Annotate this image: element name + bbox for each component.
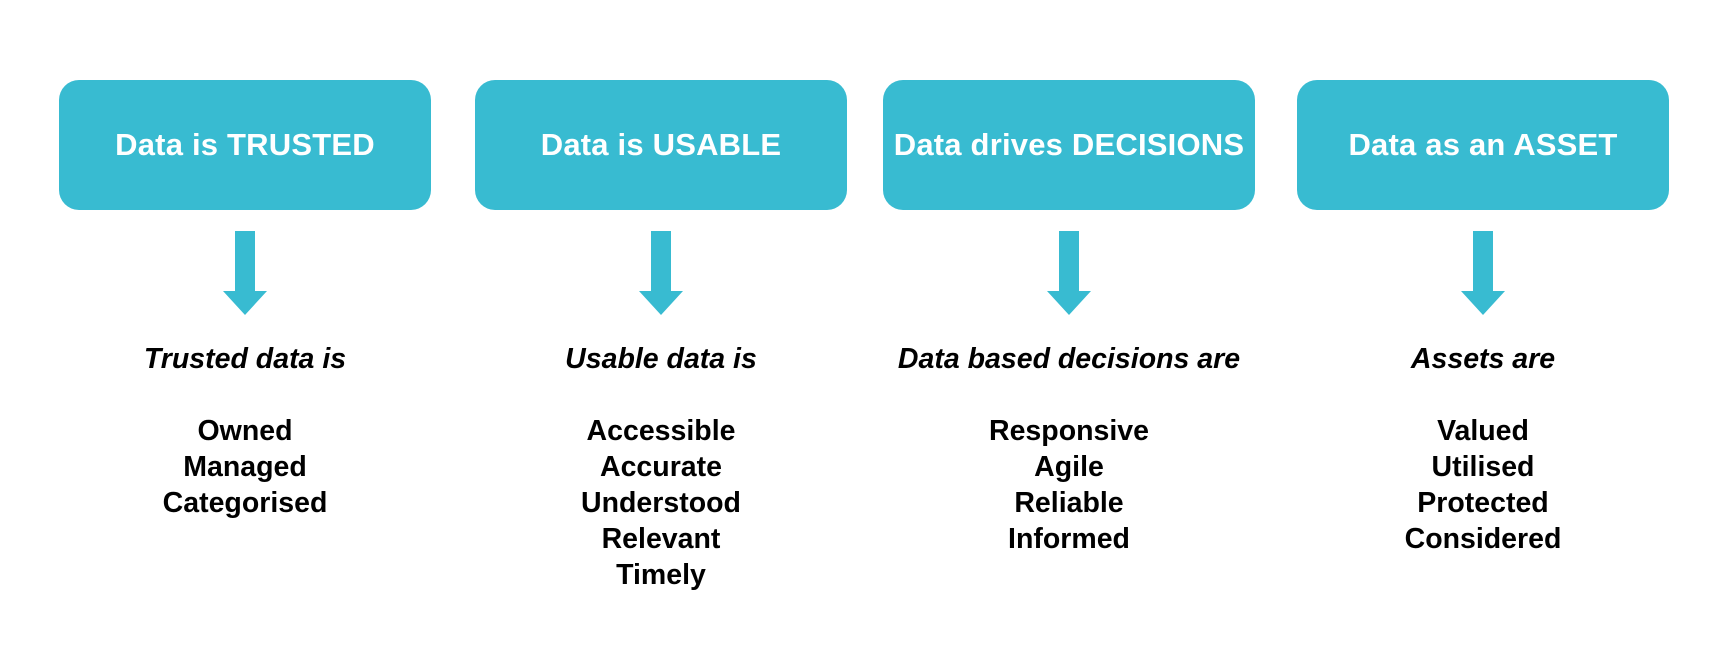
attribute-item: Agile <box>1034 451 1104 483</box>
attribute-item: Utilised <box>1431 451 1535 483</box>
attribute-item: Owned <box>197 415 293 447</box>
attribute-item: Accessible <box>586 415 736 447</box>
column-subtitle: Data based decisions are <box>897 343 1241 375</box>
attribute-item: Categorised <box>162 487 328 519</box>
attribute-item: Managed <box>183 451 307 483</box>
principle-box-decisions: Data drives DECISIONS <box>883 80 1255 210</box>
principle-title: Data is TRUSTED <box>115 127 375 162</box>
attribute-item: Responsive <box>989 415 1149 447</box>
principle-title: Data as an ASSET <box>1348 127 1618 162</box>
attribute-item: Valued <box>1437 415 1529 447</box>
down-arrow-icon <box>223 231 267 315</box>
column-asset: Data as an ASSET Assets are Valued Utili… <box>1297 80 1669 557</box>
down-arrow-icon <box>1461 231 1505 315</box>
principle-box-asset: Data as an ASSET <box>1297 80 1669 210</box>
attribute-item: Timely <box>616 559 706 591</box>
principle-title: Data drives DECISIONS <box>893 127 1245 162</box>
column-subtitle: Assets are <box>1410 343 1556 375</box>
attribute-item: Relevant <box>601 523 721 555</box>
attribute-list: Accessible Accurate Understood Relevant … <box>475 413 847 593</box>
attribute-list: Valued Utilised Protected Considered <box>1297 413 1669 557</box>
attribute-item: Accurate <box>600 451 722 483</box>
down-arrow-icon <box>639 231 683 315</box>
attribute-list: Owned Managed Categorised <box>59 413 431 521</box>
attribute-item: Considered <box>1404 523 1562 555</box>
column-subtitle: Usable data is <box>565 343 757 375</box>
attribute-item: Reliable <box>1014 487 1124 519</box>
attribute-item: Understood <box>581 487 741 519</box>
column-subtitle: Trusted data is <box>143 343 347 375</box>
column-decisions: Data drives DECISIONS Data based decisio… <box>883 80 1255 557</box>
principle-box-usable: Data is USABLE <box>475 80 847 210</box>
principle-title: Data is USABLE <box>540 127 782 162</box>
attribute-item: Informed <box>1008 523 1130 555</box>
down-arrow-icon <box>1047 231 1091 315</box>
attribute-list: Responsive Agile Reliable Informed <box>883 413 1255 557</box>
attribute-item: Protected <box>1417 487 1549 519</box>
column-usable: Data is USABLE Usable data is Accessible… <box>475 80 847 593</box>
principle-box-trusted: Data is TRUSTED <box>59 80 431 210</box>
column-trusted: Data is TRUSTED Trusted data is Owned Ma… <box>59 80 431 521</box>
